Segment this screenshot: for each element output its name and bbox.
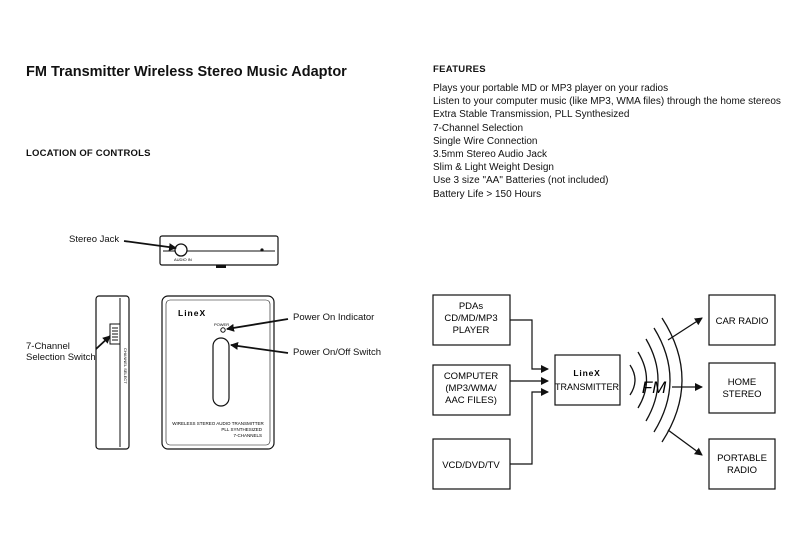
stereo-jack-arrow xyxy=(123,240,177,252)
device-side-view: CHANNEL SELECT xyxy=(95,295,130,450)
transmitter-brand: LineX xyxy=(573,368,600,378)
power-label: POWER xyxy=(214,322,229,327)
feature-item: Use 3 size "AA" Batteries (not included) xyxy=(433,175,609,187)
page-title: FM Transmitter Wireless Stereo Music Ada… xyxy=(26,64,347,80)
portable-radio-line-1: PORTABLE xyxy=(717,453,767,464)
portable-radio-line-2: RADIO xyxy=(727,465,757,476)
audio-in-label: AUDIO IN xyxy=(174,257,192,262)
channel-select-label: CHANNEL SELECT xyxy=(123,348,128,384)
stereo-jack-label: Stereo Jack xyxy=(69,234,120,245)
feature-item: 3.5mm Stereo Audio Jack xyxy=(433,149,547,161)
pda-line-2: CD/MD/MP3 xyxy=(444,313,497,324)
car-radio-arrow xyxy=(667,317,703,341)
power-indicator-icon xyxy=(220,327,226,333)
portable-radio-arrow xyxy=(667,429,703,456)
pda-connector xyxy=(510,319,549,373)
vcd-connector xyxy=(510,388,549,465)
car-radio-label: CAR RADIO xyxy=(716,316,769,327)
power-switch-arrow xyxy=(230,342,289,354)
location-of-controls-heading: LOCATION OF CONTROLS xyxy=(26,148,151,159)
computer-line-2: (MP3/WMA/ xyxy=(445,383,497,394)
feature-item: Extra Stable Transmission, PLL Synthesiz… xyxy=(433,109,630,121)
fm-waves-icon xyxy=(629,317,683,443)
source-box-computer xyxy=(432,364,511,416)
vcd-line-1: VCD/DVD/TV xyxy=(442,460,500,471)
feature-item: Listen to your computer music (like MP3,… xyxy=(433,96,781,108)
power-indicator-label: Power On Indicator xyxy=(293,312,375,323)
device-caption-1: WIRELESS STEREO AUDIO TRANSMITTER xyxy=(172,421,264,426)
power-switch-label: Power On/Off Switch xyxy=(293,347,381,358)
feature-item: Battery Life > 150 Hours xyxy=(433,188,542,200)
feature-item: 7-Channel Selection xyxy=(433,122,524,134)
source-box-pda xyxy=(432,294,511,346)
features-list: Plays your portable MD or MP3 player on … xyxy=(433,82,781,201)
pda-line-3: PLAYER xyxy=(453,325,490,336)
stereo-jack-icon xyxy=(174,243,188,257)
receiver-box-home xyxy=(708,362,776,414)
channel-switch-arrow xyxy=(95,335,111,350)
transmitter-label: TRANSMITTER xyxy=(555,382,619,392)
receiver-box-car xyxy=(708,294,776,346)
power-switch-icon xyxy=(212,337,230,407)
pda-line-1: PDAs xyxy=(459,301,484,312)
computer-line-1: COMPUTER xyxy=(444,371,499,382)
power-indicator-arrow xyxy=(226,318,289,332)
receiver-box-portable xyxy=(708,438,776,490)
device-front-view: LineX POWER WIRELESS STEREO AUDIO TRANSM… xyxy=(161,295,275,450)
feature-item: Slim & Light Weight Design xyxy=(433,162,554,174)
device-brand-logo: LineX xyxy=(178,308,206,318)
channel-switch-label-2: Selection Switch xyxy=(26,352,96,363)
computer-line-3: AAC FILES) xyxy=(445,395,497,406)
home-stereo-line-1: HOME xyxy=(728,377,757,388)
source-box-vcd xyxy=(432,438,511,490)
device-top-view: AUDIO IN xyxy=(159,235,279,268)
device-caption-2: PLL SYNTHESIZED xyxy=(221,427,262,432)
channel-switch-label-1: 7-Channel xyxy=(26,341,70,352)
transmitter-box xyxy=(554,354,621,406)
feature-item: Plays your portable MD or MP3 player on … xyxy=(433,83,669,94)
feature-item: Single Wire Connection xyxy=(433,135,538,147)
features-heading: FEATURES xyxy=(433,64,486,75)
fm-label: FM xyxy=(642,378,667,397)
home-stereo-line-2: STEREO xyxy=(722,389,761,400)
device-caption-3: 7-CHANNELS xyxy=(233,433,262,438)
